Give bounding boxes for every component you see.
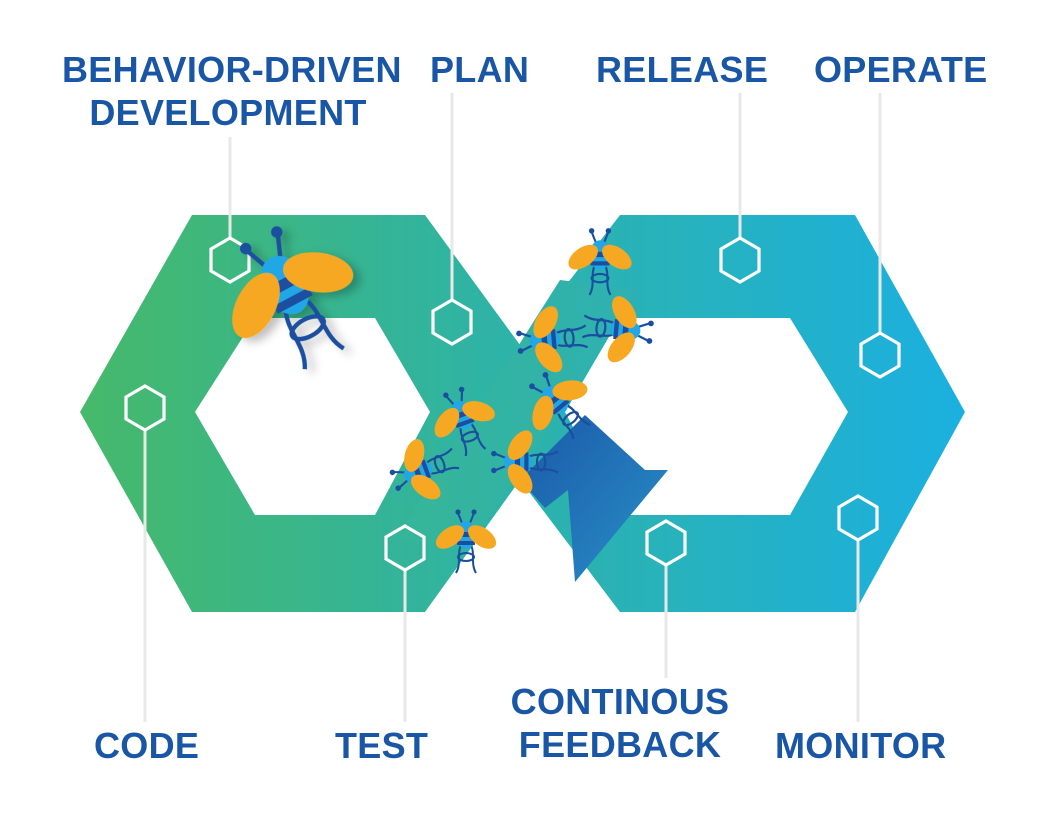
label-operate: OPERATE [814,49,988,90]
label-bdd-line2: DEVELOPMENT [89,92,367,133]
label-plan: PLAN [430,49,530,90]
label-release: RELEASE [596,49,769,90]
label-monitor: MONITOR [775,725,947,766]
label-code: CODE [94,725,200,766]
label-bdd-line1: BEHAVIOR-DRIVEN [62,49,402,90]
label-continuous-feedback: CONTINOUS FEEDBACK [505,680,735,766]
label-feedback-line2: FEEDBACK [518,724,722,765]
label-behavior-driven-development: BEHAVIOR-DRIVEN DEVELOPMENT [62,48,402,134]
leader-lines [143,93,882,722]
label-feedback-line1: CONTINOUS [510,681,730,722]
label-test: TEST [335,725,429,766]
feedback-arrow-icon [520,415,668,582]
